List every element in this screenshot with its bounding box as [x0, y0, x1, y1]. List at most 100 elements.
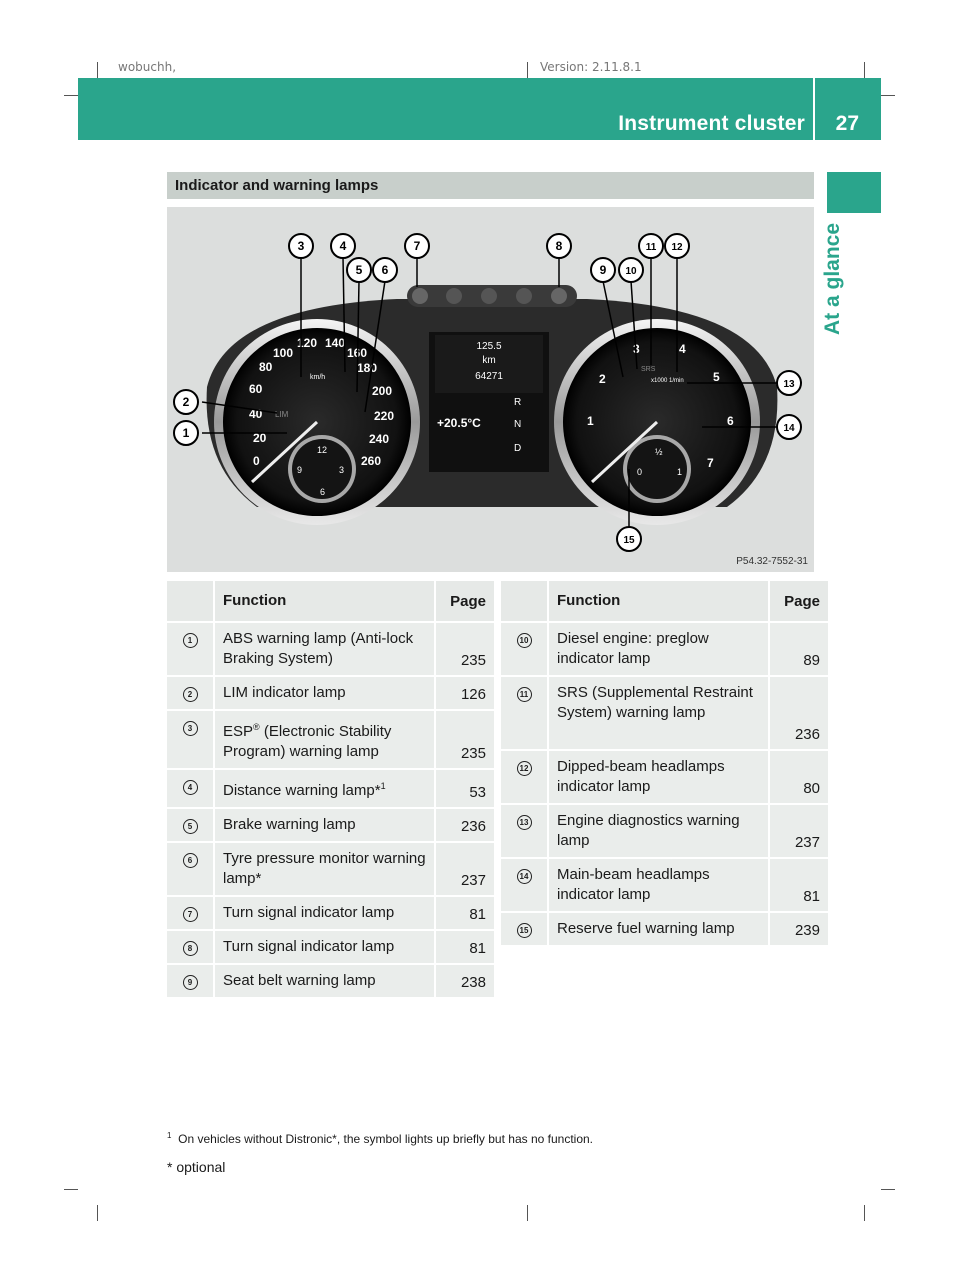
lim-label: LIM [275, 410, 289, 419]
callout-6: 6 [372, 257, 398, 283]
row-page: 81 [434, 895, 494, 929]
row-function: Main-beam headlamps indicator lamp [547, 857, 768, 911]
row-page: 126 [434, 675, 494, 709]
row-number: 9 [182, 975, 198, 990]
table-header: Function Page [167, 581, 494, 621]
control-button [516, 288, 532, 304]
header-page: Page [434, 581, 494, 621]
callout-5: 5 [346, 257, 372, 283]
row-page: 238 [434, 963, 494, 997]
row-function: Turn signal indicator lamp [213, 929, 434, 963]
callout-1: 1 [173, 420, 199, 446]
row-function: Turn signal indicator lamp [213, 895, 434, 929]
optional-note: * optional [167, 1159, 226, 1175]
crop-mark [64, 1189, 78, 1190]
row-function: Engine diagnostics warning lamp [547, 803, 768, 857]
callout-14: 14 [776, 414, 802, 440]
table-row: 15 Reserve fuel warning lamp 239 [501, 911, 828, 945]
footnote-ref: 1 [380, 781, 386, 791]
rpm-mark: 6 [727, 414, 734, 428]
row-page: 236 [434, 807, 494, 841]
row-function: Diesel engine: preglow indicator lamp [547, 621, 768, 675]
row-number: 12 [516, 761, 532, 776]
row-function: Reserve fuel warning lamp [547, 911, 768, 945]
row-number: 11 [516, 687, 532, 702]
speed-mark: 240 [369, 432, 389, 446]
callout-label: 3 [298, 239, 305, 253]
table-row: 8 Turn signal indicator lamp 81 [167, 929, 494, 963]
callout-label: 2 [183, 395, 190, 409]
crop-mark [881, 95, 895, 96]
crop-mark [881, 1189, 895, 1190]
function-table-right: Function Page 10 Diesel engine: preglow … [501, 581, 828, 945]
callout-label: 6 [382, 263, 389, 277]
row-number: 8 [182, 941, 198, 956]
srs-label: SRS [641, 366, 656, 373]
callout-label: 9 [600, 263, 607, 277]
speed-mark: 140 [325, 336, 345, 350]
control-button [446, 288, 462, 304]
speedometer-scale: 0 20 40 60 80 100 120 140 160 180 200 22… [249, 336, 394, 468]
clock-scale: 12 3 6 9 [297, 445, 344, 497]
footnote: 1 On vehicles without Distronic*, the sy… [167, 1131, 593, 1146]
row-number: 5 [182, 819, 198, 834]
callout-label: 4 [340, 239, 347, 253]
footnote-marker: 1 [167, 1131, 172, 1140]
row-function: SRS (Supplemental Restraint System) warn… [547, 675, 768, 749]
registered-mark: ® [253, 722, 260, 732]
footnote-text: On vehicles without Distronic*, the symb… [178, 1132, 593, 1146]
speed-mark: 80 [259, 360, 273, 374]
row-number: 3 [182, 721, 198, 736]
crop-mark [64, 95, 78, 96]
clock-face [292, 439, 352, 499]
speed-mark: 20 [253, 431, 267, 445]
row-function: ESP® (Electronic Stability Program) warn… [213, 709, 434, 768]
row-number: 6 [182, 853, 198, 868]
table-row: 6 Tyre pressure monitor warning lamp* 23… [167, 841, 494, 895]
row-page: 237 [768, 803, 828, 857]
function-table-left: Function Page 1 ABS warning lamp (Anti-l… [167, 581, 494, 997]
callout-label: 10 [625, 266, 637, 277]
table-row: 4 Distance warning lamp*1 53 [167, 768, 494, 807]
row-function: Brake warning lamp [213, 807, 434, 841]
callout-label: 11 [646, 242, 657, 253]
rpm-mark: 7 [707, 456, 714, 470]
row-number: 10 [516, 633, 532, 648]
rpm-mark: 4 [679, 342, 686, 356]
speed-mark: 260 [361, 454, 381, 468]
callout-label: 12 [671, 242, 683, 253]
callout-markers: 1 2 3 4 5 6 7 8 9 10 11 12 13 14 15 [173, 233, 802, 552]
row-number: 7 [182, 907, 198, 922]
header-number-cell [501, 581, 547, 621]
print-meta-left: wobuchh, [118, 60, 177, 74]
header-number-cell [167, 581, 213, 621]
right-turn-indicator [551, 288, 567, 304]
table-row: 5 Brake warning lamp 236 [167, 807, 494, 841]
rpm-mark: 1 [587, 414, 594, 428]
rpm-mark: 3 [633, 342, 640, 356]
fuel-mark: 0 [637, 467, 642, 477]
row-page: 81 [434, 929, 494, 963]
instrument-cluster-figure: 0 20 40 60 80 100 120 140 160 180 200 22… [167, 207, 814, 572]
table-row: 12 Dipped-beam headlamps indicator lamp … [501, 749, 828, 803]
row-page: 237 [434, 841, 494, 895]
row-page: 235 [434, 621, 494, 675]
tachometer-scale: 1 2 3 4 5 6 7 [587, 342, 734, 470]
callout-label: 7 [414, 239, 421, 253]
speed-needle [250, 420, 319, 484]
crop-mark [864, 1205, 865, 1221]
page-number: 27 [835, 112, 859, 135]
speed-mark: 60 [249, 382, 263, 396]
header-divider [813, 78, 815, 140]
speed-mark: 120 [297, 336, 317, 350]
callout-4: 4 [330, 233, 356, 259]
clock-mark: 12 [317, 445, 327, 455]
cluster-illustration: 0 20 40 60 80 100 120 140 160 180 200 22… [173, 233, 802, 552]
function-text-rest: (Electronic Stability Program) warning l… [223, 723, 392, 760]
row-function: Tyre pressure monitor warning lamp* [213, 841, 434, 895]
row-page: 53 [434, 768, 494, 807]
display-top [435, 335, 543, 393]
clock-mark: 6 [320, 487, 325, 497]
row-page: 239 [768, 911, 828, 945]
callout-label: 8 [556, 239, 563, 253]
